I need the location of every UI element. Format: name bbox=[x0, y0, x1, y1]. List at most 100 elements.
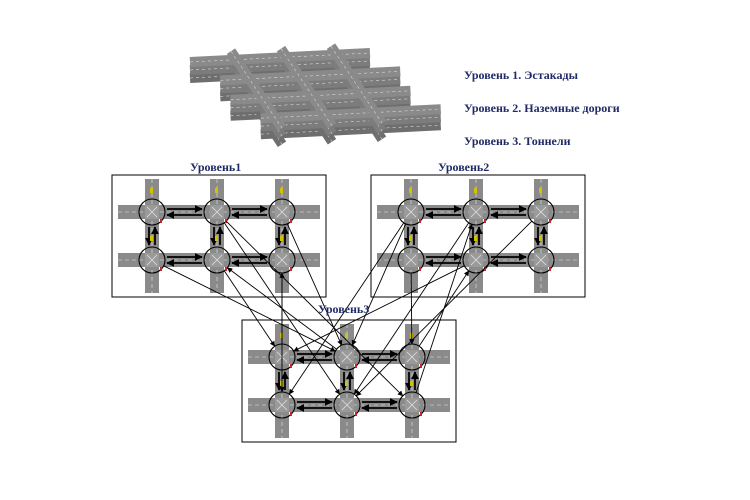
intersection-mark bbox=[211, 254, 223, 266]
signal-marker bbox=[225, 219, 227, 223]
signal-marker bbox=[290, 267, 292, 271]
intersection-node bbox=[527, 236, 555, 274]
panel-link-arrows bbox=[275, 350, 419, 412]
intersection-mark bbox=[146, 254, 158, 266]
signal-marker bbox=[484, 267, 486, 271]
signal-marker bbox=[420, 412, 422, 416]
signal-marker bbox=[215, 188, 218, 193]
intersection-node bbox=[268, 236, 296, 274]
cross-level-arrow bbox=[225, 220, 404, 397]
legend-item-level3: Уровень 3. Тоннели bbox=[464, 134, 571, 148]
intersection-circle bbox=[203, 246, 231, 274]
panel-level2 bbox=[370, 174, 586, 298]
signal-marker bbox=[549, 219, 551, 223]
intersection-mark bbox=[470, 206, 482, 218]
intersection-node bbox=[268, 381, 296, 419]
cross-level-arrow bbox=[288, 222, 405, 395]
iso-lane-mark bbox=[260, 116, 441, 127]
intersection-node bbox=[333, 381, 361, 419]
intersection-node bbox=[268, 188, 296, 226]
signal-marker bbox=[290, 364, 292, 368]
signal-marker bbox=[484, 219, 486, 223]
intersection-circle bbox=[462, 246, 490, 274]
signal-marker bbox=[280, 333, 283, 338]
signal-marker bbox=[474, 236, 477, 241]
signal-marker bbox=[345, 333, 348, 338]
iso-lane-mark bbox=[260, 108, 441, 119]
intersection-node bbox=[397, 236, 425, 274]
panel-intersections bbox=[397, 188, 555, 274]
intersection-circle bbox=[527, 246, 555, 274]
intersection-circle bbox=[397, 198, 425, 226]
intersection-node bbox=[527, 188, 555, 226]
signal-marker bbox=[280, 381, 283, 386]
iso-level-1 bbox=[189, 43, 441, 131]
intersection-node bbox=[203, 188, 231, 226]
intersection-node bbox=[462, 236, 490, 274]
signal-marker bbox=[419, 267, 421, 271]
intersection-circle bbox=[203, 198, 231, 226]
iso-road bbox=[326, 43, 387, 126]
cross-level-links bbox=[163, 220, 533, 397]
signal-marker bbox=[160, 267, 162, 271]
intersection-circle bbox=[462, 198, 490, 226]
signal-marker bbox=[280, 236, 283, 241]
level-panels bbox=[111, 174, 586, 443]
signal-marker bbox=[419, 219, 421, 223]
intersection-node bbox=[203, 236, 231, 274]
intersection-circle bbox=[138, 198, 166, 226]
panel-title-level2: Уровень2 bbox=[438, 160, 490, 174]
intersection-circle bbox=[527, 198, 555, 226]
signal-marker bbox=[409, 188, 412, 193]
intersection-circle bbox=[333, 343, 361, 371]
intersection-node bbox=[138, 236, 166, 274]
intersection-mark bbox=[406, 351, 418, 363]
panel-title-level3: Уровень3 bbox=[318, 302, 370, 316]
cross-level-arrow bbox=[286, 223, 343, 346]
panel-level1 bbox=[111, 174, 327, 298]
cross-level-arrow bbox=[163, 265, 336, 352]
intersection-circle bbox=[138, 246, 166, 274]
signal-marker bbox=[150, 188, 153, 193]
intersection-mark bbox=[470, 254, 482, 266]
signal-marker bbox=[215, 236, 218, 241]
signal-marker bbox=[290, 219, 292, 223]
intersection-node bbox=[333, 333, 361, 371]
intersection-node bbox=[398, 381, 426, 419]
signal-marker bbox=[160, 219, 162, 223]
signal-marker bbox=[345, 381, 348, 386]
signal-marker bbox=[549, 267, 551, 271]
signal-marker bbox=[539, 236, 542, 241]
intersection-mark bbox=[535, 254, 547, 266]
intersection-circle bbox=[398, 391, 426, 419]
intersection-node bbox=[462, 188, 490, 226]
signal-marker bbox=[290, 412, 292, 416]
signal-marker bbox=[410, 381, 413, 386]
intersection-node bbox=[397, 188, 425, 226]
intersection-mark bbox=[405, 254, 417, 266]
signal-marker bbox=[474, 188, 477, 193]
panel-link-arrows bbox=[404, 205, 548, 267]
cross-level-arrow bbox=[293, 265, 465, 352]
legend-item-level2: Уровень 2. Наземные дороги bbox=[464, 101, 620, 115]
signal-marker bbox=[420, 364, 422, 368]
signal-marker bbox=[150, 236, 153, 241]
panel-intersections bbox=[138, 188, 296, 274]
intersection-node bbox=[138, 188, 166, 226]
cross-level-arrow bbox=[415, 223, 473, 393]
signal-marker bbox=[225, 267, 227, 271]
signal-marker bbox=[355, 412, 357, 416]
cross-level-arrow bbox=[409, 272, 415, 345]
signal-marker bbox=[280, 188, 283, 193]
panel-link-arrows bbox=[145, 205, 289, 267]
intersection-mark bbox=[535, 206, 547, 218]
intersection-circle bbox=[268, 198, 296, 226]
signal-marker bbox=[409, 236, 412, 241]
signal-marker bbox=[355, 364, 357, 368]
panel-level3 bbox=[241, 319, 457, 443]
iso-road bbox=[226, 48, 287, 131]
cross-level-arrow bbox=[351, 223, 407, 346]
intersection-mark bbox=[211, 206, 223, 218]
intersection-mark bbox=[406, 399, 418, 411]
